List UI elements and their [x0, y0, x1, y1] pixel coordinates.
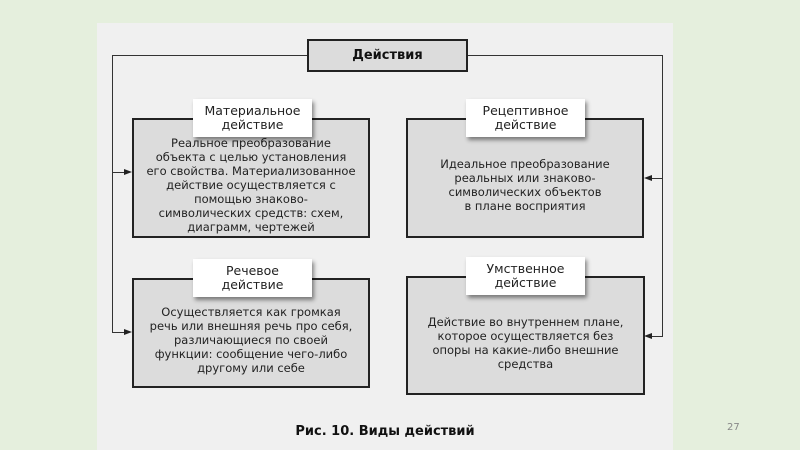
page-number: 27: [727, 422, 740, 433]
arrow-icon: [644, 333, 652, 339]
node-material-text: Реальное преобразование объекта с целью …: [146, 136, 356, 234]
connector-to-speech: [112, 332, 126, 333]
figure-caption: Рис. 10. Виды действий: [295, 424, 475, 439]
connector-left-vertical: [112, 55, 113, 333]
root-node-title: Действия: [307, 39, 468, 72]
node-material-box: Реальное преобразование объекта с целью …: [132, 118, 370, 238]
node-speech-label: Речевое действие: [193, 259, 312, 297]
arrow-icon: [124, 169, 132, 175]
node-mental-label: Умственное действие: [466, 257, 585, 295]
node-speech-box: Осуществляется как громкая речь или внеш…: [132, 278, 370, 388]
arrow-icon: [644, 175, 652, 181]
node-material-label: Материальное действие: [193, 99, 312, 137]
arrow-icon: [124, 329, 132, 335]
connector-to-mental: [650, 336, 663, 337]
node-receptive-text: Идеальное преобразование реальных или зн…: [440, 157, 610, 213]
node-receptive-label: Рецептивное действие: [466, 99, 585, 137]
connector-top-right: [468, 55, 663, 56]
connector-to-receptive: [650, 178, 663, 179]
node-mental-text: Действие во внутреннем плане, которое ос…: [427, 314, 624, 371]
connector-top-left: [112, 55, 307, 56]
connector-right-vertical: [662, 55, 663, 337]
connector-to-material: [112, 172, 126, 173]
node-speech-text: Осуществляется как громкая речь или внеш…: [149, 305, 353, 375]
